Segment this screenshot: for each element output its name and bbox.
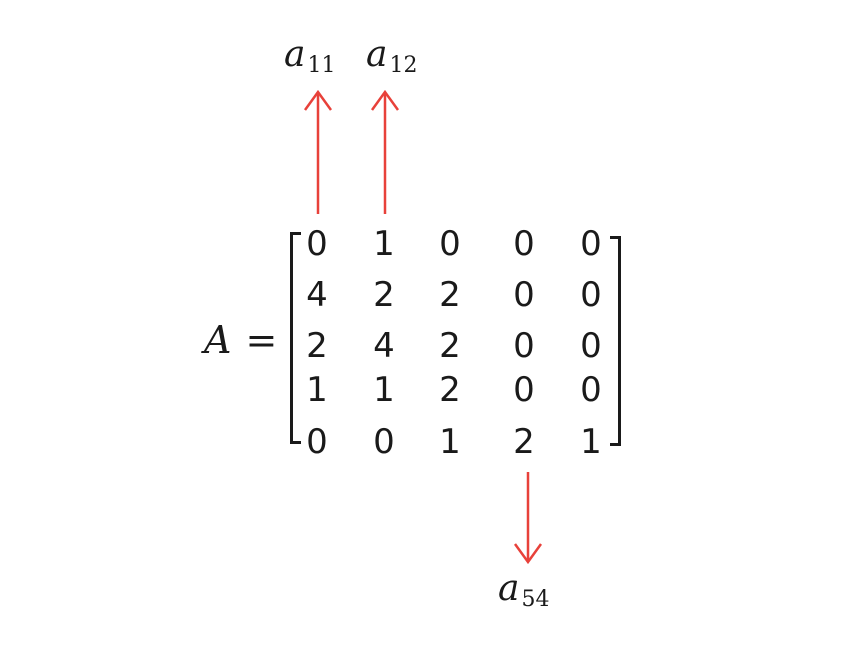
right-bracket bbox=[610, 236, 621, 446]
arrow-up-a12-icon bbox=[370, 89, 400, 214]
label-a54: a54 bbox=[498, 568, 550, 612]
left-bracket bbox=[290, 232, 301, 444]
label-a54-subscript: 54 bbox=[521, 587, 550, 612]
cell-4-5: 0 bbox=[580, 370, 602, 410]
label-a11: a11 bbox=[284, 34, 336, 78]
equals-sign: = bbox=[245, 318, 278, 362]
matrix-variable: A bbox=[204, 318, 232, 362]
arrow-up-a11-icon bbox=[303, 89, 333, 214]
cell-3-5: 0 bbox=[580, 326, 602, 366]
cell-2-3: 2 bbox=[439, 275, 461, 315]
cell-2-4: 0 bbox=[513, 275, 535, 315]
cell-5-5: 1 bbox=[580, 422, 602, 462]
label-a12: a12 bbox=[366, 34, 418, 78]
cell-5-3: 1 bbox=[439, 422, 461, 462]
cell-4-3: 2 bbox=[439, 370, 461, 410]
cell-4-1: 1 bbox=[306, 370, 328, 410]
cell-2-5: 0 bbox=[580, 275, 602, 315]
cell-2-2: 2 bbox=[373, 275, 395, 315]
cell-1-2: 1 bbox=[373, 224, 395, 264]
cell-1-4: 0 bbox=[513, 224, 535, 264]
cell-3-3: 2 bbox=[439, 326, 461, 366]
cell-3-4: 0 bbox=[513, 326, 535, 366]
cell-1-3: 0 bbox=[439, 224, 461, 264]
label-a12-subscript: 12 bbox=[389, 53, 418, 78]
label-a54-base: a bbox=[498, 568, 520, 609]
cell-3-1: 2 bbox=[306, 326, 328, 366]
label-a11-base: a bbox=[284, 34, 306, 75]
label-a11-subscript: 11 bbox=[307, 53, 336, 78]
cell-4-2: 1 bbox=[373, 370, 395, 410]
cell-4-4: 0 bbox=[513, 370, 535, 410]
arrow-down-a54-icon bbox=[513, 472, 543, 565]
label-a12-base: a bbox=[366, 34, 388, 75]
cell-5-2: 0 bbox=[373, 422, 395, 462]
cell-1-1: 0 bbox=[306, 224, 328, 264]
cell-3-2: 4 bbox=[373, 326, 395, 366]
cell-2-1: 4 bbox=[306, 275, 328, 315]
matrix-name: A= bbox=[204, 318, 277, 362]
cell-1-5: 0 bbox=[580, 224, 602, 264]
cell-5-4: 2 bbox=[513, 422, 535, 462]
cell-5-1: 0 bbox=[306, 422, 328, 462]
